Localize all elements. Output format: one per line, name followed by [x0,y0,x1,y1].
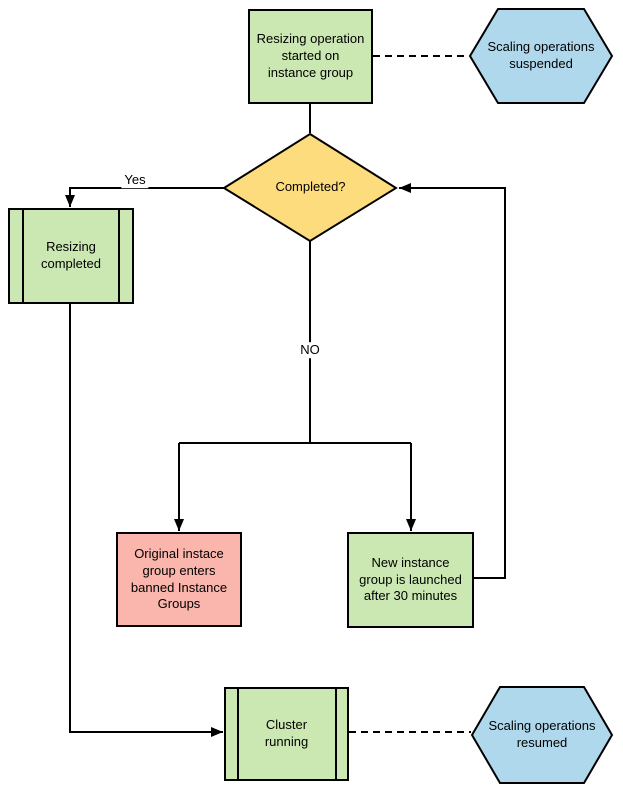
no-edge-label: NO [297,342,323,358]
edge-resizing-to-cluster [69,303,223,737]
yes-edge-label: Yes [121,172,149,188]
edge-new-group-to-decision [399,183,506,579]
resumed-hexagon-shape [470,686,614,784]
decision-diamond-shape [222,132,398,243]
edge-yes-branch [65,187,224,207]
new-group-node-shape [347,532,474,628]
resizing-completed-shape [8,208,134,304]
banned-node-shape [116,532,242,627]
start-node-shape [248,9,373,104]
cluster-running-shape [224,687,349,781]
suspended-hexagon-shape [468,8,614,104]
